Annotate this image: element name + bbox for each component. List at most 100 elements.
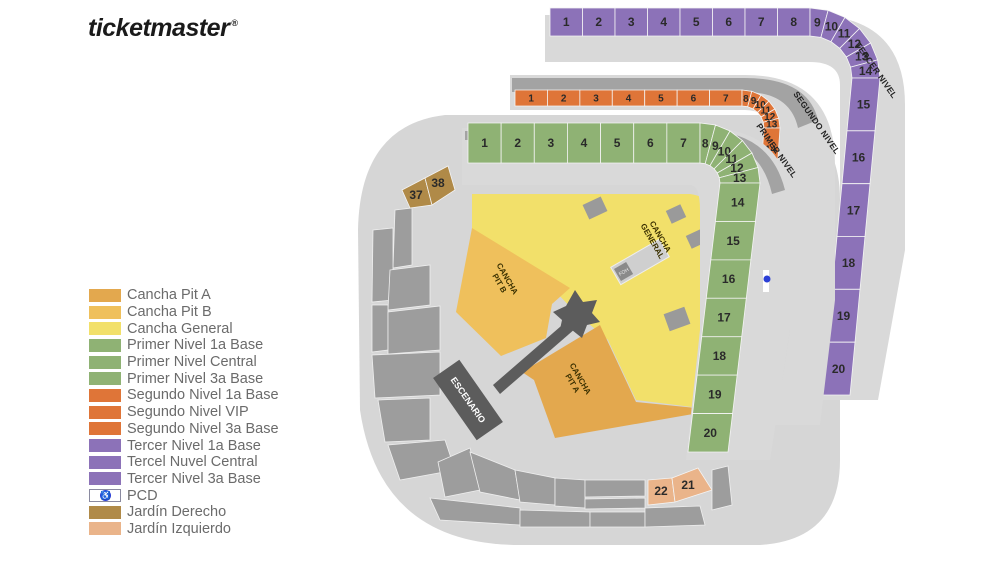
- legend-item[interactable]: Segundo Nivel 1a Base: [89, 387, 279, 404]
- legend-label: Segundo Nivel 1a Base: [127, 387, 279, 404]
- legend-label: Tercer Nivel 3a Base: [127, 470, 261, 487]
- tercer-nivel-section-1[interactable]: 1: [549, 7, 583, 37]
- legend-label: Primer Nivel 3a Base: [127, 370, 264, 387]
- legend-item[interactable]: Tercer Nivel 1a Base: [89, 437, 279, 454]
- primer-nivel-section-19[interactable]: 19: [692, 374, 738, 414]
- primer-nivel-section-18[interactable]: 18: [696, 336, 743, 376]
- segundo-nivel-section-4[interactable]: 4: [611, 89, 646, 107]
- legend-item[interactable]: Tercel Nuvel Central: [89, 454, 279, 471]
- legend-swatch: [89, 472, 121, 486]
- section-number: FOH: [618, 267, 630, 278]
- primer-nivel-section-15[interactable]: 15: [710, 221, 756, 261]
- section-number: 1: [563, 15, 570, 29]
- segundo-nivel-section-1[interactable]: 1: [514, 89, 548, 107]
- primer-nivel-section-1[interactable]: 1: [467, 122, 502, 164]
- section-shape: [371, 351, 441, 399]
- section-number: 1: [481, 136, 488, 150]
- primer-nivel-section-13[interactable]: 13: [718, 166, 761, 185]
- legend-item[interactable]: Primer Nivel 3a Base: [89, 370, 279, 387]
- section-number: 11: [838, 27, 851, 41]
- section-number: 12: [764, 112, 776, 123]
- primer-nivel-section-4[interactable]: 4: [567, 122, 601, 164]
- legend-item[interactable]: Jardín Derecho: [89, 504, 279, 521]
- primer-nivel-section-16[interactable]: 16: [705, 259, 752, 299]
- segundo-nivel-section-5[interactable]: 5: [644, 89, 678, 107]
- section-number: 6: [647, 136, 654, 150]
- legend-swatch: [89, 322, 121, 336]
- tercer-nivel-section-6[interactable]: 6: [712, 7, 746, 37]
- stage-star: [553, 290, 600, 338]
- section-number: 6: [691, 94, 697, 105]
- jardin-izquierdo-section-22[interactable]: 22: [647, 477, 676, 506]
- tercer-nivel-section-2[interactable]: 2: [582, 7, 616, 37]
- legend-swatch: [89, 288, 121, 302]
- section-number: 7: [758, 15, 765, 29]
- section-number: 13: [855, 50, 869, 64]
- legend-item[interactable]: Primer Nivel Central: [89, 354, 279, 371]
- legend-item[interactable]: Segundo Nivel VIP: [89, 404, 279, 421]
- registered-mark: ®: [231, 18, 238, 28]
- section-shape: [377, 397, 431, 443]
- section-number: 2: [514, 136, 521, 150]
- primer-nivel-section-5[interactable]: 5: [600, 122, 635, 164]
- legend-item[interactable]: Cancha Pit B: [89, 304, 279, 321]
- segundo-nivel-section-3[interactable]: 3: [579, 89, 613, 107]
- legend-swatch: [89, 372, 121, 386]
- primer-nivel-section-20[interactable]: 20: [687, 413, 734, 453]
- section-number: 4: [626, 94, 632, 105]
- primer-nivel-section-2[interactable]: 2: [500, 122, 535, 164]
- cancha-pit-a[interactable]: [522, 325, 716, 438]
- legend-swatch: [89, 422, 121, 436]
- legend-label: Cancha General: [127, 320, 233, 337]
- legend-swatch: ♿: [89, 489, 121, 503]
- legend-item[interactable]: Primer Nivel 1a Base: [89, 337, 279, 354]
- primer-nivel-section-7[interactable]: 7: [666, 122, 701, 164]
- section-number: 14: [859, 64, 873, 78]
- section-number: 17: [847, 203, 861, 217]
- section-number: 14: [765, 144, 777, 155]
- segundo-nivel-section-6[interactable]: 6: [676, 89, 710, 107]
- tercer-nivel-section-7[interactable]: 7: [744, 7, 778, 37]
- pcd-wheelchair-icon[interactable]: [763, 270, 771, 292]
- tercer-nivel-section-19[interactable]: 19: [826, 288, 861, 343]
- cancha-pit-b[interactable]: [456, 228, 570, 356]
- section-number: 11: [761, 105, 772, 116]
- primer-nivel-section-17[interactable]: 17: [701, 297, 747, 338]
- legend-label: Tercel Nuvel Central: [127, 454, 258, 471]
- primer-nivel-section-6[interactable]: 6: [633, 122, 668, 164]
- legend-item[interactable]: Tercer Nivel 3a Base: [89, 471, 279, 488]
- legend-label: Jardín Derecho: [127, 504, 227, 521]
- tercer-nivel-section-5[interactable]: 5: [679, 7, 713, 37]
- section-number: 9: [751, 96, 757, 107]
- primer-nivel-section-14[interactable]: 14: [714, 182, 761, 222]
- legend-swatch: [89, 505, 121, 519]
- segundo-nivel-section-2[interactable]: 2: [547, 89, 581, 107]
- section-shape: [371, 304, 389, 353]
- tercer-nivel-section-4[interactable]: 4: [647, 7, 681, 37]
- tercer-nivel-section-18[interactable]: 18: [831, 236, 866, 290]
- section-number: 2: [595, 15, 602, 29]
- tercer-nivel-section-17[interactable]: 17: [836, 183, 871, 237]
- section-number: 19: [837, 309, 851, 323]
- section-number: 8: [702, 137, 709, 151]
- primer-nivel-section-3[interactable]: 3: [533, 122, 568, 164]
- section-shape: [519, 509, 591, 528]
- legend-item[interactable]: Jardín Izquierdo: [89, 521, 279, 538]
- tercer-nivel-section-15[interactable]: 15: [846, 77, 881, 132]
- tercer-nivel-section-8[interactable]: 8: [777, 7, 811, 37]
- section-number: 9: [814, 16, 821, 30]
- legend-item[interactable]: Segundo Nivel 3a Base: [89, 421, 279, 438]
- legend-label: Cancha Pit A: [127, 287, 211, 304]
- tercer-nivel-section-20[interactable]: 20: [821, 341, 856, 396]
- legend-label: Jardín Izquierdo: [127, 520, 231, 537]
- segundo-nivel-section-7[interactable]: 7: [709, 89, 743, 107]
- section-number: 15: [857, 98, 871, 112]
- section-number: 13: [766, 120, 778, 131]
- tercer-nivel-section-3[interactable]: 3: [614, 7, 648, 37]
- legend-item[interactable]: ♿PCD: [89, 487, 279, 504]
- tercer-nivel-section-16[interactable]: 16: [841, 130, 876, 185]
- jardin-derecho-section-38[interactable]: 38: [424, 165, 456, 206]
- legend-item[interactable]: Cancha Pit A: [89, 287, 279, 304]
- legend-item[interactable]: Cancha General: [89, 320, 279, 337]
- legend-swatch: [89, 439, 121, 453]
